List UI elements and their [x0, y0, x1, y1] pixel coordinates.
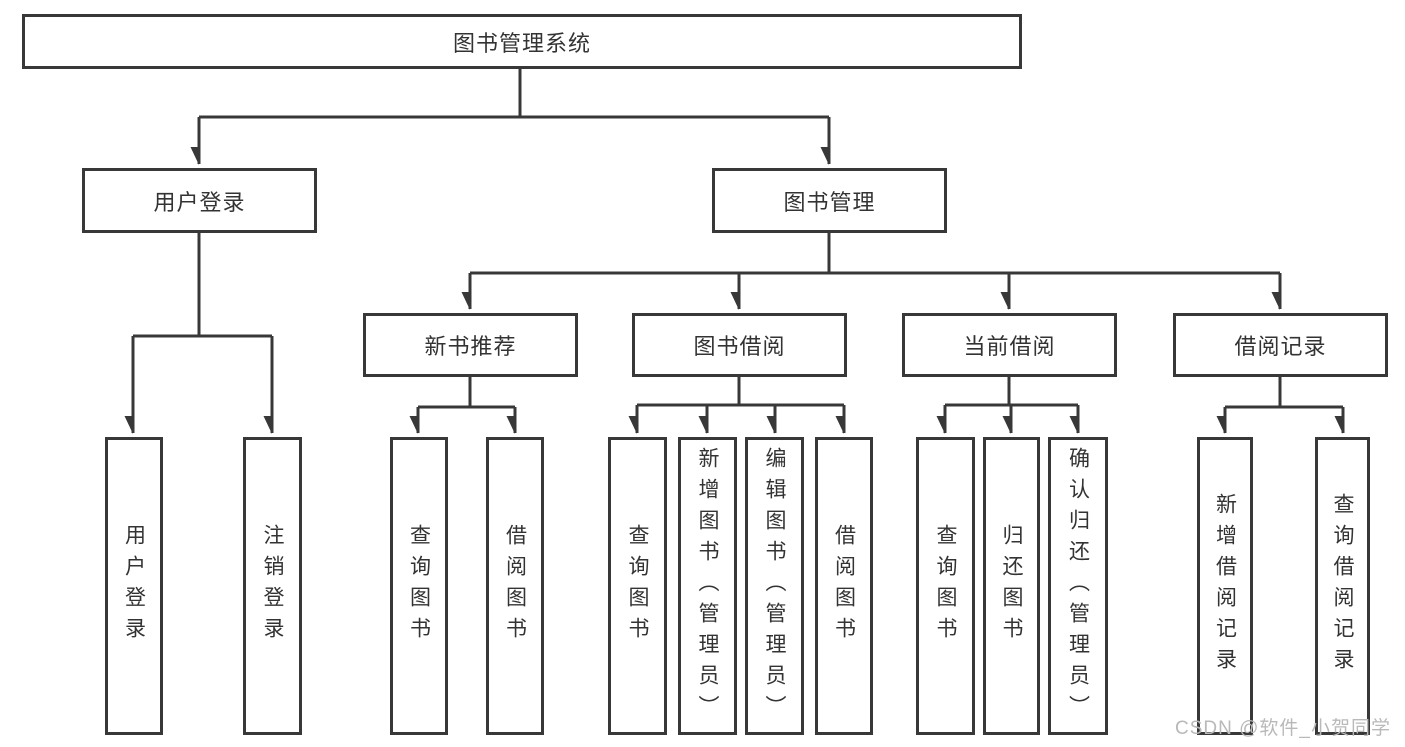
- leaf-add-borrow-record: 新增借阅记录: [1197, 437, 1253, 735]
- leaf-return-books: 归还图书: [983, 437, 1040, 735]
- node-user-login-group: 用户登录: [82, 168, 317, 233]
- leaf-edit-books-admin: 编辑图书（管理员）: [745, 437, 804, 735]
- leaf-add-books-admin: 新增图书（管理员）: [678, 437, 737, 735]
- leaf-query-books-borrow: 查询图书: [608, 437, 667, 735]
- node-borrow-records: 借阅记录: [1173, 313, 1388, 377]
- node-current-borrow: 当前借阅: [902, 313, 1117, 377]
- node-new-book-recommend: 新书推荐: [363, 313, 578, 377]
- leaf-borrow-books-recommend: 借阅图书: [486, 437, 544, 735]
- leaf-user-login: 用户登录: [105, 437, 163, 735]
- leaf-confirm-return-admin: 确认归还（管理员）: [1048, 437, 1108, 735]
- leaf-borrow-books: 借阅图书: [815, 437, 873, 735]
- leaf-query-books-current: 查询图书: [916, 437, 975, 735]
- node-root-title: 图书管理系统: [22, 14, 1022, 69]
- leaf-query-books-recommend: 查询图书: [390, 437, 448, 735]
- leaf-query-borrow-record: 查询借阅记录: [1315, 437, 1370, 735]
- node-book-borrow: 图书借阅: [632, 313, 847, 377]
- node-book-management: 图书管理: [712, 168, 947, 233]
- leaf-logout: 注销登录: [243, 437, 302, 735]
- csdn-watermark: CSDN @软件_小贺同学: [1175, 718, 1391, 739]
